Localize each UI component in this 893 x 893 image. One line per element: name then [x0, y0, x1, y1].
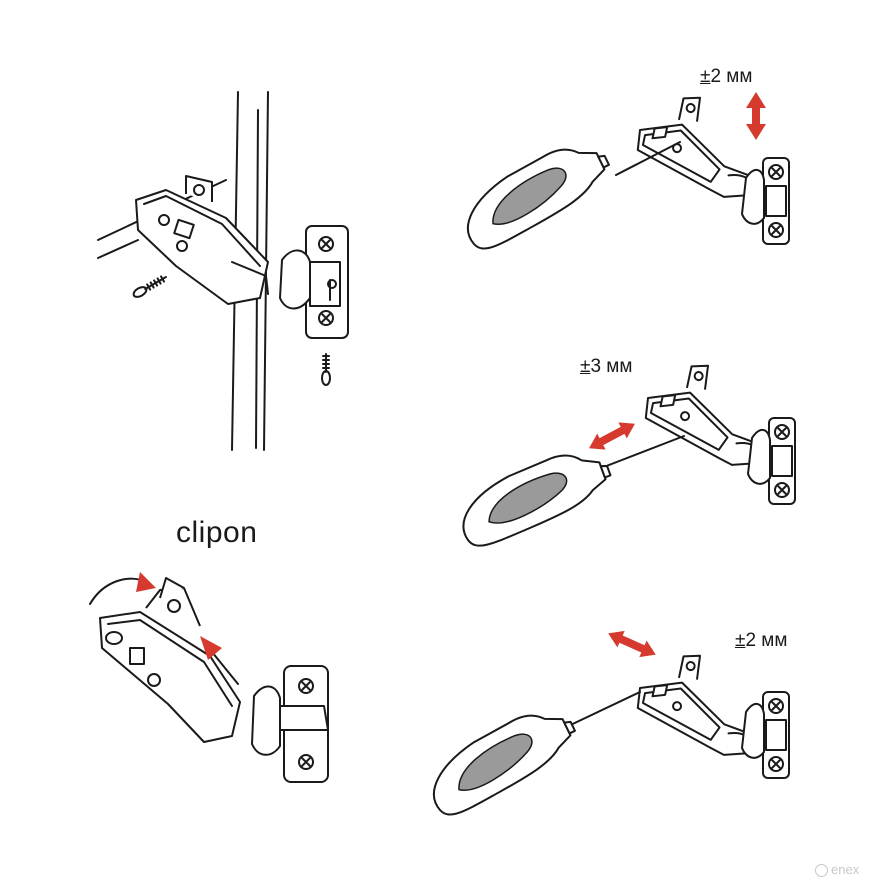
- plus-minus-sign: ±: [700, 66, 711, 87]
- push-arrow-icon: [200, 636, 239, 685]
- adjust-value: 3 мм: [590, 356, 633, 377]
- plus-minus-sign: ±: [735, 630, 746, 651]
- clipon-title: clipon: [176, 516, 258, 549]
- side-adjust-panel: [416, 630, 789, 822]
- screwdriver-icon: [449, 440, 620, 553]
- screw-icon: [132, 275, 167, 298]
- brand-watermark: enex: [815, 862, 859, 877]
- mounting-plate: [741, 158, 789, 244]
- curved-arrow-icon: [89, 572, 156, 605]
- watermark-text: enex: [831, 862, 860, 877]
- double-arrow-icon: [589, 422, 635, 450]
- mounting-plate: [747, 418, 795, 504]
- clipon-panel: [89, 572, 329, 783]
- logo-icon: [815, 864, 828, 877]
- double-arrow-icon: [608, 630, 656, 658]
- screw-icon: [321, 353, 331, 386]
- screwdriver-icon: [450, 131, 621, 256]
- vertical-adjust-label: ±2 мм: [700, 66, 752, 88]
- adjust-value: 2 мм: [710, 66, 753, 87]
- hinge-icon: [99, 577, 241, 743]
- double-arrow-icon: [746, 92, 766, 140]
- mounting-plate: [279, 225, 349, 339]
- mounting-plate: [251, 665, 329, 783]
- vertical-adjust-panel: [450, 85, 789, 256]
- adjust-value: 2 мм: [745, 630, 788, 651]
- plus-minus-sign: ±: [580, 356, 591, 377]
- screwdriver-icon: [416, 697, 587, 822]
- hinge-icon: [135, 175, 269, 305]
- side-adjust-label: ±2 мм: [735, 630, 787, 652]
- mounting-plate: [741, 692, 789, 778]
- depth-adjust-label: ±3 мм: [580, 356, 632, 378]
- install-panel: [97, 91, 349, 451]
- depth-adjust-panel: [449, 353, 795, 553]
